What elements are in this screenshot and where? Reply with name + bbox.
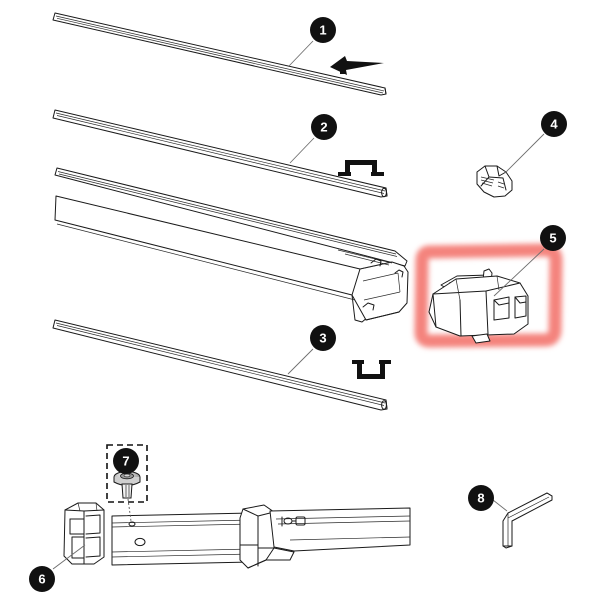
part-6-clamp-block [63, 502, 105, 565]
part-7-bolt-screw [113, 471, 141, 499]
seal-profile-icon [330, 56, 384, 75]
callout-badge-6[interactable]: 6 [29, 566, 55, 592]
part-4-end-clip [476, 165, 513, 198]
channel-profile-icon [338, 160, 384, 176]
callout-badge-4[interactable]: 4 [541, 111, 567, 137]
leader-line-2 [289, 137, 315, 164]
callout-badge-1[interactable]: 1 [310, 17, 336, 43]
part-8-hex-key [502, 492, 553, 549]
callout-badges: 1 2 3 4 5 6 7 [29, 17, 567, 592]
part-5-mounting-bracket [428, 268, 529, 344]
callout-badge-2[interactable]: 2 [311, 114, 337, 140]
callout-badge-3[interactable]: 3 [310, 325, 336, 351]
callout-badge-7[interactable]: 7 [113, 448, 139, 474]
main-rail-extrusion [54, 167, 409, 323]
leader-line-1 [288, 40, 314, 67]
leader-line-8 [492, 499, 508, 512]
part-3-u-channel-strip [52, 319, 388, 411]
callout-badge-5[interactable]: 5 [540, 225, 566, 251]
leader-lines [52, 40, 545, 570]
bottom-rail-assembly [111, 504, 411, 569]
leader-line-3 [287, 348, 314, 375]
part-1-upper-seal-strip [52, 12, 387, 96]
leader-line-6 [52, 544, 86, 570]
part-2-channel-strip [52, 109, 388, 198]
u-channel-profile-icon [352, 360, 391, 379]
leader-line-5 [493, 248, 545, 297]
leader-line-4 [504, 133, 545, 174]
red-highlight-box [414, 243, 563, 348]
part-7-dashed-box [106, 444, 148, 503]
callout-badge-8[interactable]: 8 [468, 485, 494, 511]
